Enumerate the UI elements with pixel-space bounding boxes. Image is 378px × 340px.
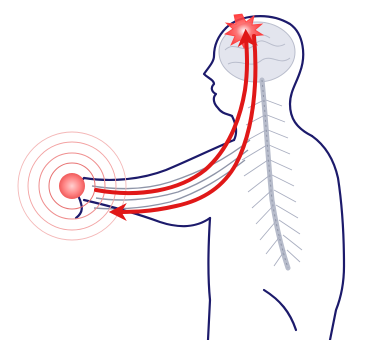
stimulus-source-icon <box>18 132 126 240</box>
arm-lower-outline <box>84 200 210 226</box>
arm-nerves <box>92 140 250 209</box>
back-outline <box>312 136 344 340</box>
elbow-lower <box>264 290 296 330</box>
body-outline <box>76 16 344 340</box>
torso-front <box>208 218 210 340</box>
arm-upper-outline <box>84 140 234 180</box>
spinal-cord <box>262 80 288 268</box>
